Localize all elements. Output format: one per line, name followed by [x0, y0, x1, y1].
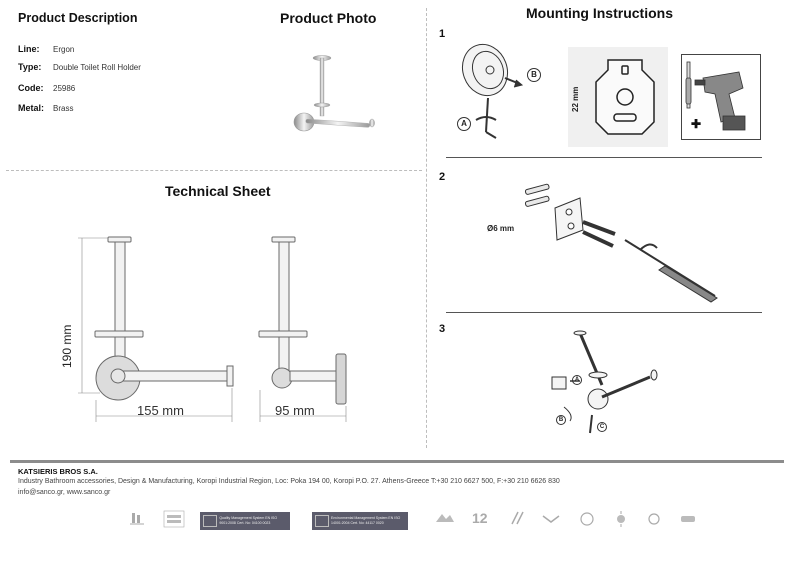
spec-value: Brass — [53, 104, 74, 113]
dimension-width-side: 95 mm — [275, 403, 315, 418]
step1-base-illustration — [461, 43, 524, 139]
product-photo — [293, 55, 375, 132]
quality-badge-icon — [163, 510, 185, 533]
warranty-icon: 12 — [472, 510, 488, 526]
step2-screws-illustration — [524, 183, 718, 303]
step3-label-b: B — [556, 415, 566, 425]
dimension-6mm: Ø6 mm — [487, 224, 515, 233]
cert-iso14001: Environmental Management System EN ISO 1… — [312, 512, 408, 530]
drop-icon — [646, 510, 662, 531]
hotel-icon — [128, 510, 146, 531]
step1-label-a: A — [457, 117, 471, 131]
product-photo-heading: Product Photo — [280, 10, 377, 26]
dimension-width-front: 155 mm — [137, 403, 184, 418]
horizontal-divider — [6, 170, 422, 171]
tools-panel — [681, 54, 761, 140]
step-number-2: 2 — [439, 171, 446, 183]
svg-text:✚: ✚ — [691, 117, 701, 131]
technical-front-view — [78, 236, 234, 422]
chevron-icon — [540, 510, 562, 531]
mounting-instructions-heading: Mounting Instructions — [526, 5, 673, 21]
scratch-resistant-icon — [508, 510, 526, 531]
spec-key: Metal: — [18, 103, 45, 113]
spec-key: Line: — [18, 44, 40, 54]
step-divider-1 — [446, 157, 762, 158]
step3-assembly-illustration — [551, 330, 658, 434]
vertical-divider — [426, 8, 427, 448]
dimension-height: 190 mm — [60, 310, 86, 370]
cert-iso9001: Quality Management System EN ISO 9001:20… — [200, 512, 290, 530]
technical-sheet-heading: Technical Sheet — [165, 183, 271, 199]
spec-line: Line: Ergon — [18, 44, 74, 54]
dimension-height-label: 190 mm — [60, 324, 74, 368]
spec-key: Type: — [18, 62, 42, 72]
step3-label-a: A — [572, 375, 582, 385]
step-number-3: 3 — [439, 323, 446, 335]
eu-stars-icon — [315, 515, 330, 527]
step1-label-b: B — [527, 68, 541, 82]
spec-value: Ergon — [53, 45, 75, 54]
drill-icon: ✚ — [685, 61, 746, 131]
company-address: Industry Bathroom accessories, Design & … — [18, 478, 560, 485]
sun-icon — [612, 510, 630, 533]
plate-icon — [595, 59, 655, 135]
spec-value: 25986 — [53, 84, 76, 93]
product-description-heading: Product Description — [18, 11, 138, 25]
brass-icon — [434, 510, 456, 531]
spec-value: Double Toilet Roll Holder — [53, 63, 141, 72]
company-name: KATSIERIS BROS S.A. — [18, 467, 98, 476]
dimension-22mm: 22 mm — [571, 86, 580, 112]
spec-metal: Metal: Brass — [18, 103, 73, 113]
step-divider-2 — [446, 312, 762, 313]
company-contact: info@sanco.gr, www.sanco.gr — [18, 489, 111, 496]
eu-stars-icon — [203, 515, 218, 527]
hand-icon — [678, 510, 698, 531]
footer-divider — [10, 460, 784, 463]
cert-iso14001-text: Environmental Management System EN ISO 1… — [331, 516, 401, 525]
cert-iso9001-text: Quality Management System EN ISO 9001:20… — [219, 516, 278, 525]
technical-side-view — [258, 236, 347, 422]
spec-type: Type: Double Toilet Roll Holder — [18, 62, 141, 72]
step-number-1: 1 — [439, 28, 446, 40]
spec-code: Code: 25986 — [18, 83, 75, 93]
spec-key: Code: — [18, 83, 44, 93]
step3-label-c: C — [597, 422, 607, 432]
recycle-icon — [578, 510, 596, 533]
